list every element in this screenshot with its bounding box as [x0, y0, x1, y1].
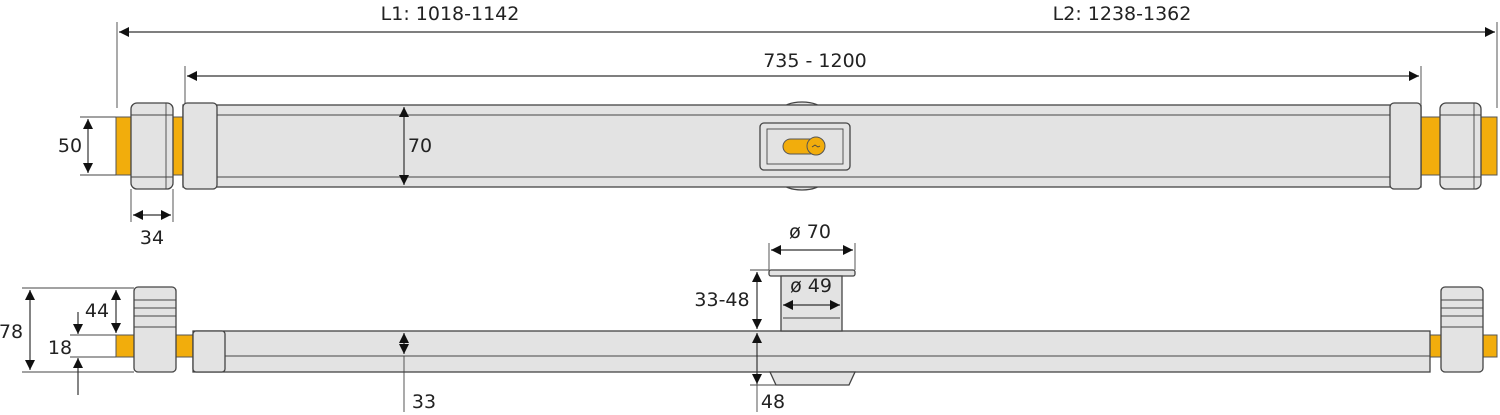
bar-depth-label: 33 [412, 391, 436, 413]
rear-rosette [768, 371, 857, 386]
right-end-block [1439, 102, 1482, 190]
cylinder-length-label: 33-48 [694, 289, 749, 311]
side-view: 78 44 18 33 ø 70 ø 49 33-48 48 [0, 221, 1498, 413]
bar-height-label: 70 [408, 135, 432, 157]
right-bolt-outer [1480, 116, 1498, 176]
right-bolt-inner [1420, 116, 1441, 176]
end-height-label: 50 [58, 135, 82, 157]
left-bolt-outer [115, 116, 132, 176]
l1-label: L1: 1018-1142 [381, 3, 520, 25]
cylinder-diameter-label: ø 49 [790, 275, 832, 297]
flange-diameter-label: ø 70 [789, 221, 831, 243]
side-bar-body [192, 330, 1431, 373]
l2-label: L2: 1238-1362 [1053, 3, 1192, 25]
left-end-block [130, 102, 174, 190]
bar-length-label: 735 - 1200 [763, 50, 867, 72]
bottom-depth-label: 48 [761, 391, 785, 413]
end-width-label: 34 [140, 227, 164, 249]
bolt-height-label: 18 [48, 337, 72, 359]
end-top-label: 44 [85, 300, 109, 322]
total-depth-label: 78 [0, 321, 23, 343]
top-view: L1: 1018-1142 L2: 1238-1362 735 - 1200 [58, 3, 1498, 249]
